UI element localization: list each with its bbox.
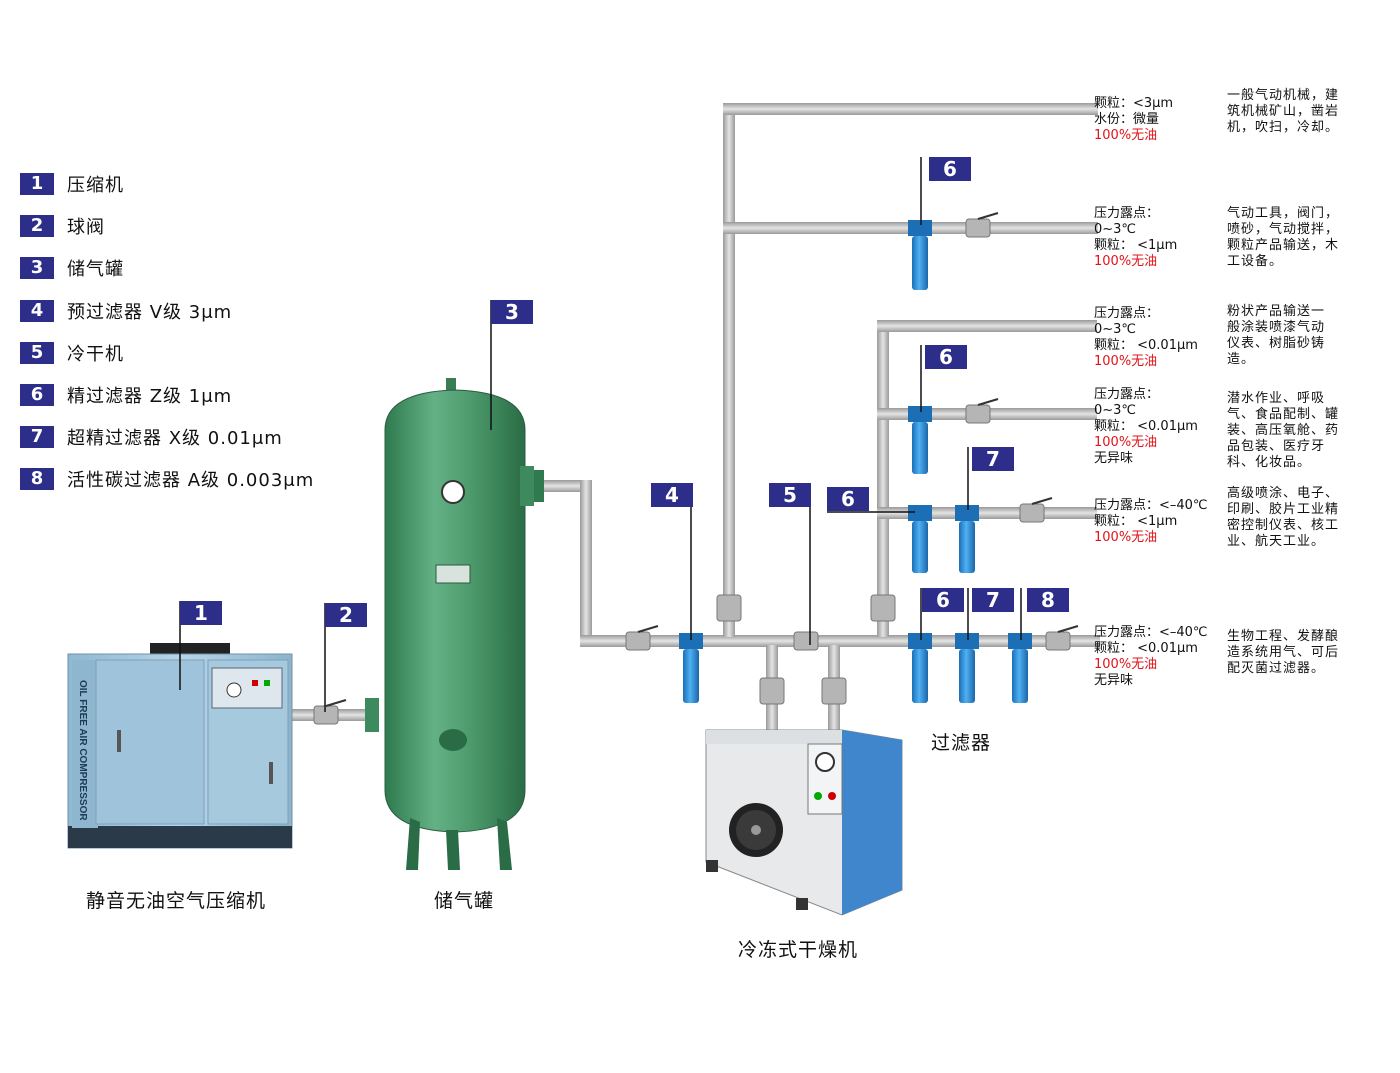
spec-oil-free: 100%无油	[1094, 530, 1158, 545]
tag-prefilter: 4	[651, 483, 693, 507]
outlet-spec: 压力露点： 0~3℃ 颗粒： <0.01μm 100%无油	[1094, 306, 1198, 370]
tag-row3-ultra: 7	[972, 447, 1014, 471]
spec-line: 颗粒： <0.01μm	[1094, 419, 1198, 434]
spec-line: 0~3℃	[1094, 322, 1137, 337]
spec-odorless: 无异味	[1094, 673, 1134, 688]
legend-label: 冷干机	[67, 343, 124, 365]
spec-line: 压力露点：<–40℃	[1094, 498, 1208, 513]
legend-label: 球阀	[67, 217, 105, 239]
row4-filter-8	[1008, 633, 1032, 703]
spec-line: 压力露点：	[1094, 306, 1160, 321]
legend-item: 7 超精过滤器 X级 0.01μm	[20, 416, 314, 458]
spec-oil-free: 100%无油	[1094, 254, 1158, 269]
row3-filter-6	[908, 505, 932, 573]
spec-line: 颗粒： <1μm	[1094, 514, 1178, 529]
spec-line: 压力露点：<–40℃	[1094, 625, 1208, 640]
legend-label: 精过滤器 Z级 1μm	[67, 386, 233, 408]
refrigerated-dryer	[705, 729, 903, 916]
legend-item: 2 球阀	[20, 205, 314, 247]
outlet-application: 一般气动机械，建筑机械矿山，凿岩机，吹扫，冷却。	[1227, 88, 1340, 135]
legend-number: 7	[20, 426, 54, 449]
legend-number: 5	[20, 341, 54, 364]
tag-row2-fine: 6	[925, 345, 967, 369]
spec-line: 压力露点：	[1094, 387, 1160, 402]
spec-line: 颗粒： <0.01μm	[1094, 338, 1198, 353]
outlet-application: 气动工具，阀门，喷砂，气动搅拌，颗粒产品输送，木工设备。	[1227, 206, 1340, 269]
legend-item: 8 活性碳过滤器 A级 0.003μm	[20, 458, 314, 500]
outlet-spec: 压力露点：<–40℃ 颗粒： <1μm 100%无油	[1094, 498, 1208, 546]
outlet-spec: 压力露点： 0~3℃ 颗粒： <1μm 100%无油	[1094, 206, 1177, 270]
spec-line: 颗粒：<3μm	[1094, 96, 1174, 111]
spec-line: 水份：微量	[1094, 112, 1160, 127]
legend-number: 1	[20, 173, 54, 196]
legend-item: 3 储气罐	[20, 247, 314, 289]
spec-line: 颗粒： <0.01μm	[1094, 641, 1198, 656]
caption-filters: 过滤器	[931, 732, 992, 754]
spec-line: 0~3℃	[1094, 222, 1137, 237]
tag-valve: 2	[325, 603, 367, 627]
caption-dryer: 冷冻式干燥机	[738, 939, 859, 961]
row4-filter-7	[955, 633, 979, 703]
outlet-spec: 颗粒：<3μm 水份：微量 100%无油	[1094, 96, 1173, 144]
outlet-application: 生物工程、发酵酿造系统用气、可后配灭菌过滤器。	[1227, 629, 1340, 676]
caption-tank: 储气罐	[434, 890, 495, 912]
outlet-application: 潜水作业、呼吸气、食品配制、罐装、高压氧舱、药品包装、医疗牙科、化妆品。	[1227, 391, 1340, 470]
legend-item: 5 冷干机	[20, 332, 314, 374]
filters	[679, 220, 1032, 703]
compressor-side-text: OIL FREE AIR COMPRESSOR	[77, 680, 88, 821]
legend-number: 3	[20, 257, 54, 280]
spec-oil-free: 100%无油	[1094, 657, 1158, 672]
row1-filter-6	[908, 220, 932, 290]
legend-item: 1 压缩机	[20, 163, 314, 205]
legend-number: 4	[20, 299, 54, 322]
spec-line: 压力露点：	[1094, 206, 1160, 221]
prefilter-4	[679, 633, 703, 703]
tag-tank: 3	[491, 300, 533, 324]
spec-oil-free: 100%无油	[1094, 354, 1158, 369]
legend-label: 活性碳过滤器 A级 0.003μm	[67, 470, 315, 492]
air-compressor: OIL FREE AIR COMPRESSOR	[67, 643, 293, 849]
spec-oil-free: 100%无油	[1094, 435, 1158, 450]
tag-row4-ultra: 7	[972, 588, 1014, 612]
row3-filter-7	[955, 505, 979, 573]
tag-row4-carbon: 8	[1027, 588, 1069, 612]
outlet-application: 粉状产品输送一般涂装喷漆气动仪表、树脂砂铸造。	[1227, 304, 1326, 367]
row2-filter-6	[908, 406, 932, 474]
row4-filter-6	[908, 633, 932, 703]
outlet-spec: 压力露点：<–40℃ 颗粒： <0.01μm 100%无油 无异味	[1094, 625, 1208, 689]
spec-line: 0~3℃	[1094, 403, 1137, 418]
tag-row4-fine: 6	[922, 588, 964, 612]
legend-label: 压缩机	[67, 175, 124, 197]
legend-item: 4 预过滤器 V级 3μm	[20, 290, 314, 332]
caption-compressor: 静音无油空气压缩机	[86, 890, 267, 912]
tag-row1-fine: 6	[929, 157, 971, 181]
tag-compressor: 1	[180, 601, 222, 625]
outlet-application: 高级喷涂、电子、印刷、胶片工业精密控制仪表、核工业、航天工业。	[1227, 486, 1340, 549]
legend-label: 超精过滤器 X级 0.01μm	[67, 428, 283, 450]
spec-odorless: 无异味	[1094, 451, 1134, 466]
legend-number: 8	[20, 468, 54, 491]
legend-number: 6	[20, 384, 54, 407]
tag-dryer: 5	[769, 483, 811, 507]
legend-label: 预过滤器 V级 3μm	[67, 301, 233, 323]
legend-label: 储气罐	[67, 259, 124, 281]
spec-line: 颗粒： <1μm	[1094, 238, 1178, 253]
ball-valves	[313, 212, 1079, 725]
air-storage-tank	[365, 378, 544, 870]
tag-row3-fine: 6	[827, 487, 869, 511]
legend: 1 压缩机 2 球阀 3 储气罐 4 预过滤器 V级 3μm 5 冷干机 6 精过滤器 Z级…	[20, 163, 314, 501]
legend-number: 2	[20, 215, 54, 238]
legend-item: 6 精过滤器 Z级 1μm	[20, 374, 314, 416]
outlet-spec: 压力露点： 0~3℃ 颗粒： <0.01μm 100%无油 无异味	[1094, 387, 1198, 467]
spec-oil-free: 100%无油	[1094, 128, 1158, 143]
